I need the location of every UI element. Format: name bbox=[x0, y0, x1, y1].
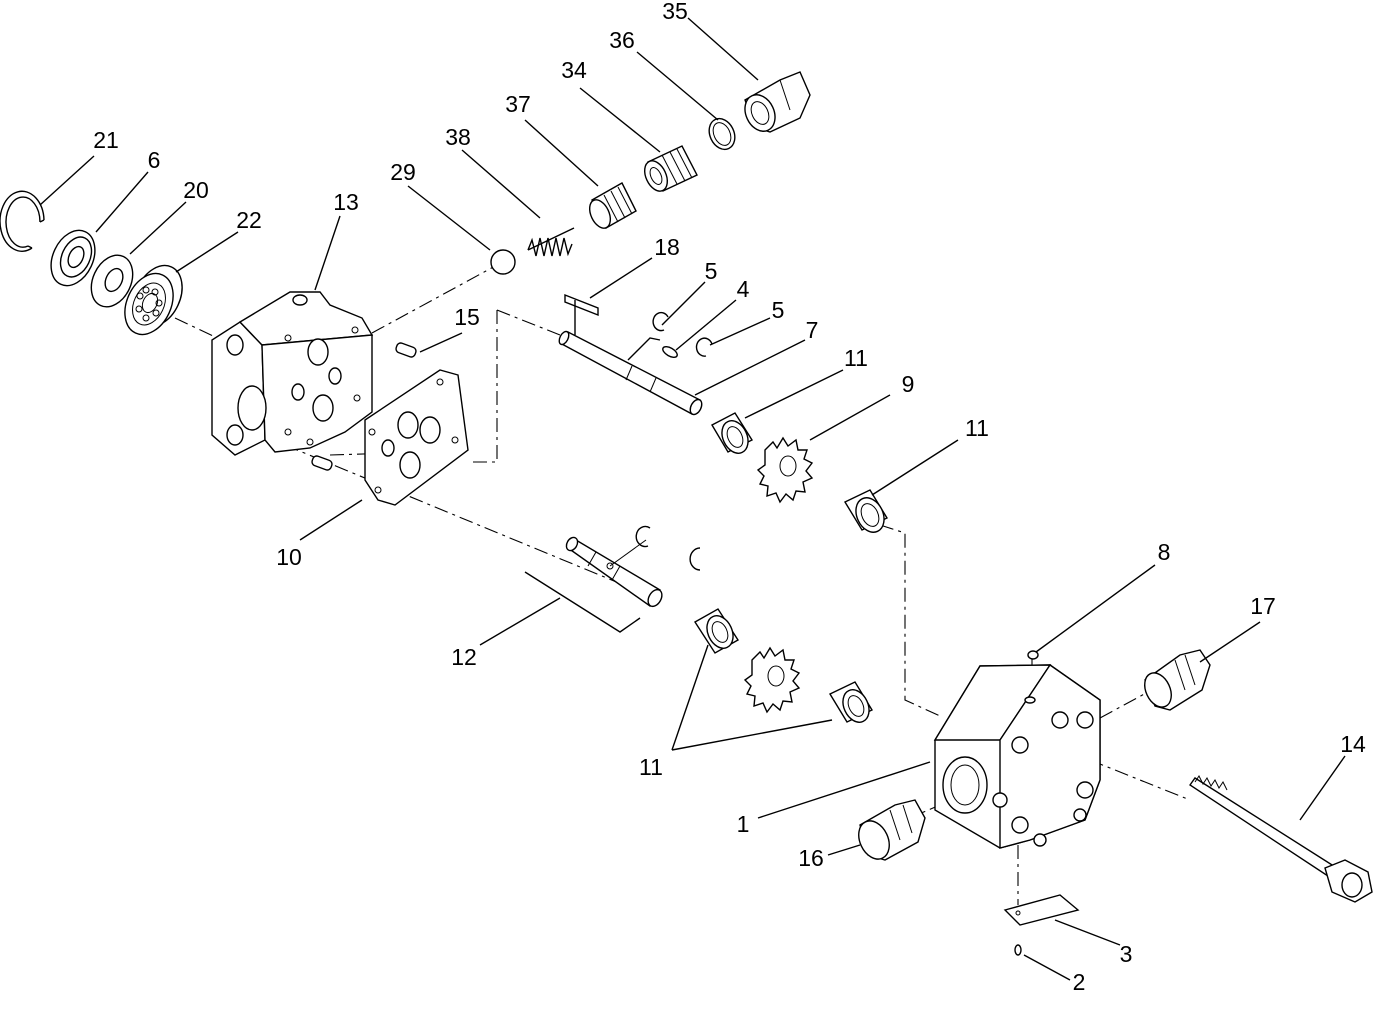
callout-15: 15 bbox=[454, 304, 480, 330]
callout-10: 10 bbox=[276, 544, 302, 570]
pump-body-1 bbox=[933, 664, 1101, 849]
dowel-pins-15 bbox=[311, 342, 417, 471]
pin-8 bbox=[1027, 650, 1039, 660]
needle-bearing-11-right bbox=[844, 489, 888, 533]
washer-20 bbox=[90, 254, 134, 308]
callout-6: 6 bbox=[148, 147, 161, 173]
callout-29: 29 bbox=[390, 159, 416, 185]
fitting-16 bbox=[858, 799, 926, 861]
check-ball-29 bbox=[490, 249, 516, 275]
key-4 bbox=[662, 346, 678, 358]
callout-38: 38 bbox=[445, 124, 471, 150]
sleeve-34 bbox=[643, 145, 698, 192]
callout-22: 22 bbox=[236, 207, 262, 233]
snap-ring-5b bbox=[695, 337, 713, 357]
callout-13: 13 bbox=[333, 189, 359, 215]
rivet-2 bbox=[1014, 944, 1022, 956]
gasket-plate-10 bbox=[364, 369, 469, 506]
callout-17: 17 bbox=[1250, 593, 1276, 619]
callout-36: 36 bbox=[609, 27, 635, 53]
drive-shaft-7 bbox=[558, 330, 703, 416]
gear-9 bbox=[756, 436, 814, 504]
callout-11c: 11 bbox=[639, 754, 663, 780]
idler-gear bbox=[743, 646, 801, 714]
cover-13 bbox=[211, 291, 374, 456]
callout-12: 12 bbox=[451, 644, 477, 670]
leader-lines bbox=[39, 17, 1346, 981]
fitting-17 bbox=[1144, 649, 1211, 711]
callout-7: 7 bbox=[806, 317, 819, 343]
callout-14: 14 bbox=[1340, 731, 1366, 757]
poppet-37 bbox=[588, 182, 637, 229]
key-18 bbox=[564, 293, 599, 335]
o-ring-36 bbox=[708, 117, 736, 151]
callout-34: 34 bbox=[561, 57, 587, 83]
callout-16: 16 bbox=[798, 845, 824, 871]
callout-21: 21 bbox=[93, 127, 119, 153]
callout-3: 3 bbox=[1120, 941, 1133, 967]
bearing-22 bbox=[124, 264, 183, 336]
callout-35: 35 bbox=[662, 0, 688, 24]
callout-5a: 5 bbox=[705, 258, 718, 284]
retaining-ring-21 bbox=[0, 190, 45, 252]
callout-20: 20 bbox=[183, 177, 209, 203]
callout-labels: 21 6 20 22 13 29 38 37 34 36 35 15 18 5 … bbox=[93, 0, 1366, 995]
callout-11b: 11 bbox=[965, 415, 989, 441]
bolt-14 bbox=[1189, 775, 1373, 903]
callout-9: 9 bbox=[902, 371, 915, 397]
callout-4: 4 bbox=[737, 276, 750, 302]
needle-bearing-11-lower-b bbox=[829, 681, 873, 723]
callout-18: 18 bbox=[654, 234, 680, 260]
nameplate-3 bbox=[1003, 894, 1080, 926]
needle-bearing-11-upper bbox=[711, 412, 754, 454]
snap-ring-5a bbox=[652, 311, 669, 332]
callout-11a: 11 bbox=[844, 345, 868, 371]
plug-35 bbox=[744, 71, 811, 133]
seal-6 bbox=[50, 229, 96, 287]
callout-5b: 5 bbox=[772, 297, 785, 323]
callout-8: 8 bbox=[1158, 539, 1171, 565]
callout-1: 1 bbox=[737, 811, 750, 837]
callout-2: 2 bbox=[1073, 969, 1086, 995]
needle-bearing-11-lower-a bbox=[694, 608, 739, 654]
idler-shaft-12 bbox=[565, 525, 701, 608]
callout-37: 37 bbox=[505, 91, 531, 117]
spring-38 bbox=[527, 227, 575, 257]
